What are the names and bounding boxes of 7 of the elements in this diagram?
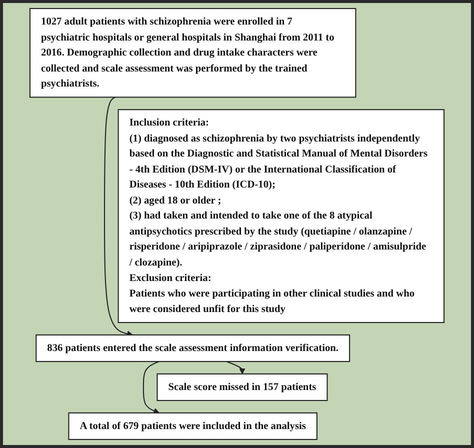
node-box: Inclusion criteria: (1) diagnosed as schizophrenia by two psychiatrists independently based on the Diagnostic and Statistical Manual of Mental Disorders - 4th Edition (DSM-IV) or the International Classification of Diseases - 10th Edition (ICD-10); (2) aged 18 or older ; (3) had taken and intended to take one of the 8 atypical antipsychotics prescribed by the study (quetiapine / olanzapine / risperidone / aripiprazole / ziprasidone / paliperidone / amisulpride / clozapine). Exclusion criteria: Patients who were participating in other clinical studies and who were considered unfit for this study (118, 109, 445, 324)
arrow (226, 361, 246, 374)
node-box: A total of 679 patients were included in the analysis (68, 412, 318, 440)
node-box: Scale score missed in 157 patients (156, 373, 328, 401)
node-box: 1027 adult patients with schizophrenia were enrolled in 7 psychiatric hospitals or general hospitals in Shanghai from 2011 to 2016. Demographic collection and drug intake characters were collected and scale assessment was performed by the trained psychiatrists. (29, 8, 356, 98)
arrow (142, 361, 160, 414)
node-box: 836 patients entered the scale assessment information verification. (36, 334, 350, 362)
